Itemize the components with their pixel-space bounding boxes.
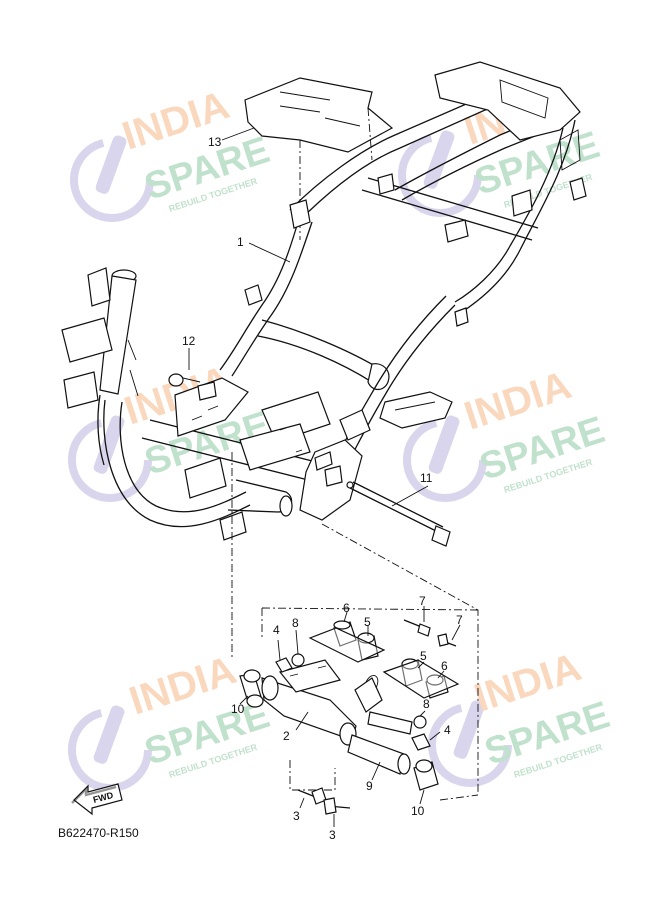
callout-7-right: 7 [456, 613, 463, 627]
part-4-nut-right [411, 733, 431, 751]
callout-9: 9 [366, 779, 373, 793]
part-12-collar [168, 373, 217, 401]
callout-13: 13 [208, 135, 222, 149]
callout-2: 2 [283, 729, 290, 743]
callout-10-left: 10 [231, 702, 245, 716]
callout-3-left: 3 [293, 809, 300, 823]
callout-5-upper: 5 [364, 615, 371, 629]
callout-1: 1 [237, 235, 244, 249]
part-10-bushing-left [239, 669, 264, 708]
callout-6-right: 6 [441, 659, 448, 673]
assembly-guide-lines [231, 452, 479, 801]
callout-4-right: 4 [444, 723, 451, 737]
front-crossmember [141, 377, 371, 541]
part-7-bolt-left [403, 619, 431, 637]
part-8-washer-left [291, 653, 305, 667]
watermark-bottom-right: INDIA SPARE REBUILD TOGETHER [428, 645, 615, 787]
callout-3-right: 3 [329, 828, 336, 842]
bushing-plates [308, 627, 460, 699]
wrench-logo-icon [403, 415, 487, 502]
part-11-bolt [346, 481, 451, 547]
part-7-bolt-right [437, 633, 457, 647]
watermark-top: INDIA SPARE REBUILD TOGETHER [70, 83, 275, 222]
part-6-collar-upper [333, 620, 357, 647]
callout-12: 12 [182, 334, 196, 348]
wrench-logo-icon [428, 700, 512, 787]
wrench-logo-icon [68, 415, 152, 502]
part-4-nut-left [275, 657, 293, 673]
leader-lines [188, 127, 461, 827]
part-9-shaft [347, 734, 411, 775]
watermark-bottom-left: INDIA SPARE REBUILD TOGETHER [68, 648, 275, 792]
callout-5-right: 5 [420, 649, 427, 663]
callouts: 1 2 3 3 4 4 5 5 6 6 7 7 8 8 9 10 10 11 1… [182, 135, 463, 842]
part-10-bushing-right [413, 759, 439, 791]
wrench-logo-icon [70, 135, 154, 222]
callout-8-left: 8 [292, 616, 299, 630]
callout-6-upper: 6 [343, 601, 350, 615]
callout-4-left: 4 [273, 623, 280, 637]
watermark-middle-right: INDIA SPARE REBUILD TOGETHER [403, 363, 610, 502]
part-3-bolt-right [323, 797, 351, 815]
part-8-washer-right [413, 715, 427, 729]
part-1-main-frame [219, 61, 587, 456]
part-13-plate [244, 77, 394, 240]
steering-head [61, 267, 251, 528]
callout-11: 11 [420, 471, 433, 485]
callout-10-right: 10 [411, 804, 425, 818]
diagram-reference-code: B622470-R150 [58, 826, 139, 840]
callout-8-right: 8 [423, 697, 430, 711]
callout-7-left: 7 [419, 594, 426, 608]
fwd-arrow-icon: FWD [71, 783, 123, 816]
part-6-collar-right [425, 674, 449, 699]
